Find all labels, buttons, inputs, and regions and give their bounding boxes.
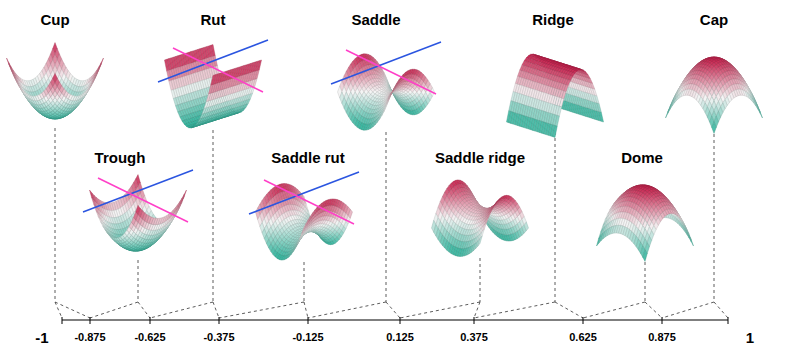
leader-line [150,302,213,318]
leader-line [386,302,400,318]
surface-patch [158,40,268,128]
leader-line [645,302,662,318]
leader-line [308,302,386,318]
surface-patch [331,42,441,130]
surface-patch [507,54,604,137]
leader-line [474,302,555,318]
leader-line [400,302,480,318]
leader-line [219,302,304,318]
leader-line [55,302,90,318]
leader-line [555,302,583,318]
leader-line [90,302,138,318]
leader-line [662,302,714,318]
leader-line [213,302,219,318]
leader-line [474,302,480,318]
leader-line [304,302,308,318]
surface-patch [666,57,763,133]
leader-line [583,302,645,318]
leader-line [714,302,728,318]
surface-patch [7,43,104,119]
leader-line [138,302,150,318]
